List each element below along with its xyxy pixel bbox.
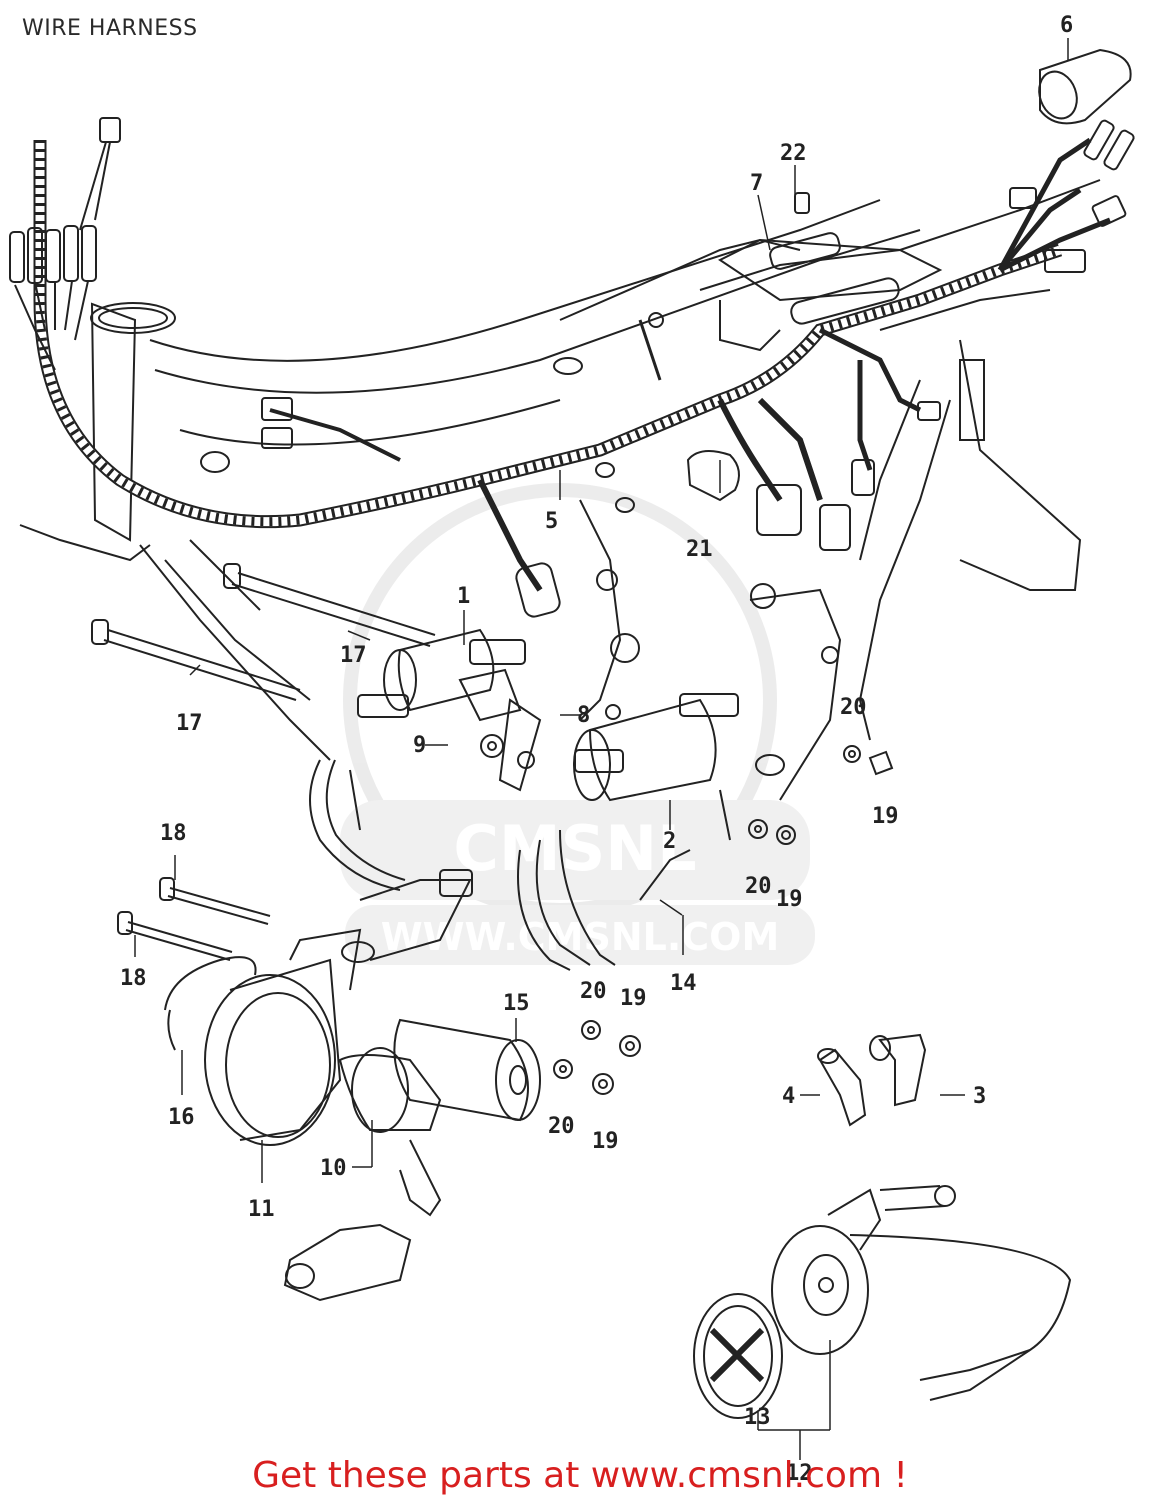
callout-13: 13: [744, 1405, 771, 1430]
callout-19d: 19: [592, 1129, 619, 1154]
callout-17a: 17: [340, 643, 367, 668]
callout-18b: 18: [120, 966, 147, 991]
watermark: CMSNL WWW.CMSNL.COM: [340, 483, 815, 965]
callout-20a: 20: [840, 695, 867, 720]
callout-5: 5: [545, 509, 558, 534]
callout-8: 8: [577, 703, 590, 728]
part-callouts: 1 2 3 4 5 6 7 8 9 10 11 12 13 14 15 16 1…: [120, 13, 1073, 1486]
get-parts-link[interactable]: Get these parts at www.cmsnl.com !: [252, 1455, 908, 1496]
callout-15: 15: [503, 991, 530, 1016]
page-title: WIRE HARNESS: [22, 16, 198, 41]
callout-20b: 20: [745, 874, 772, 899]
brackets-and-washers: [458, 668, 894, 1095]
callout-7: 7: [750, 171, 763, 196]
callout-20d: 20: [548, 1114, 575, 1139]
callout-17b: 17: [176, 711, 203, 736]
callout-9: 9: [413, 733, 426, 758]
callout-14: 14: [670, 971, 697, 996]
callout-19c: 19: [620, 986, 647, 1011]
ignition-coils: [309, 628, 785, 971]
callout-3: 3: [973, 1084, 986, 1109]
callout-19a: 19: [872, 804, 899, 829]
callout-4: 4: [782, 1084, 795, 1109]
leader-lines: [134, 38, 1069, 1460]
callout-6: 6: [1060, 13, 1073, 38]
callout-2: 2: [663, 829, 676, 854]
long-bolts: [91, 563, 436, 961]
callout-11: 11: [248, 1197, 275, 1222]
wire-harness: [33, 137, 1111, 592]
horn: [164, 928, 375, 1146]
left-connectors: [9, 117, 293, 449]
callout-22: 22: [780, 141, 807, 166]
watermark-badge: CMSNL: [453, 812, 696, 885]
callout-21: 21: [686, 537, 713, 562]
spark-caps: [817, 1033, 927, 1127]
callout-16: 16: [168, 1105, 195, 1130]
right-connectors: [515, 48, 1135, 618]
callout-20c: 20: [580, 979, 607, 1004]
horn-assembly: [693, 1185, 1072, 1419]
callout-12: 12: [786, 1461, 813, 1486]
callout-1: 1: [457, 584, 470, 609]
callout-10: 10: [320, 1156, 347, 1181]
callout-19b: 19: [776, 887, 803, 912]
starter-solenoid: [283, 869, 541, 1302]
callout-18a: 18: [160, 821, 187, 846]
